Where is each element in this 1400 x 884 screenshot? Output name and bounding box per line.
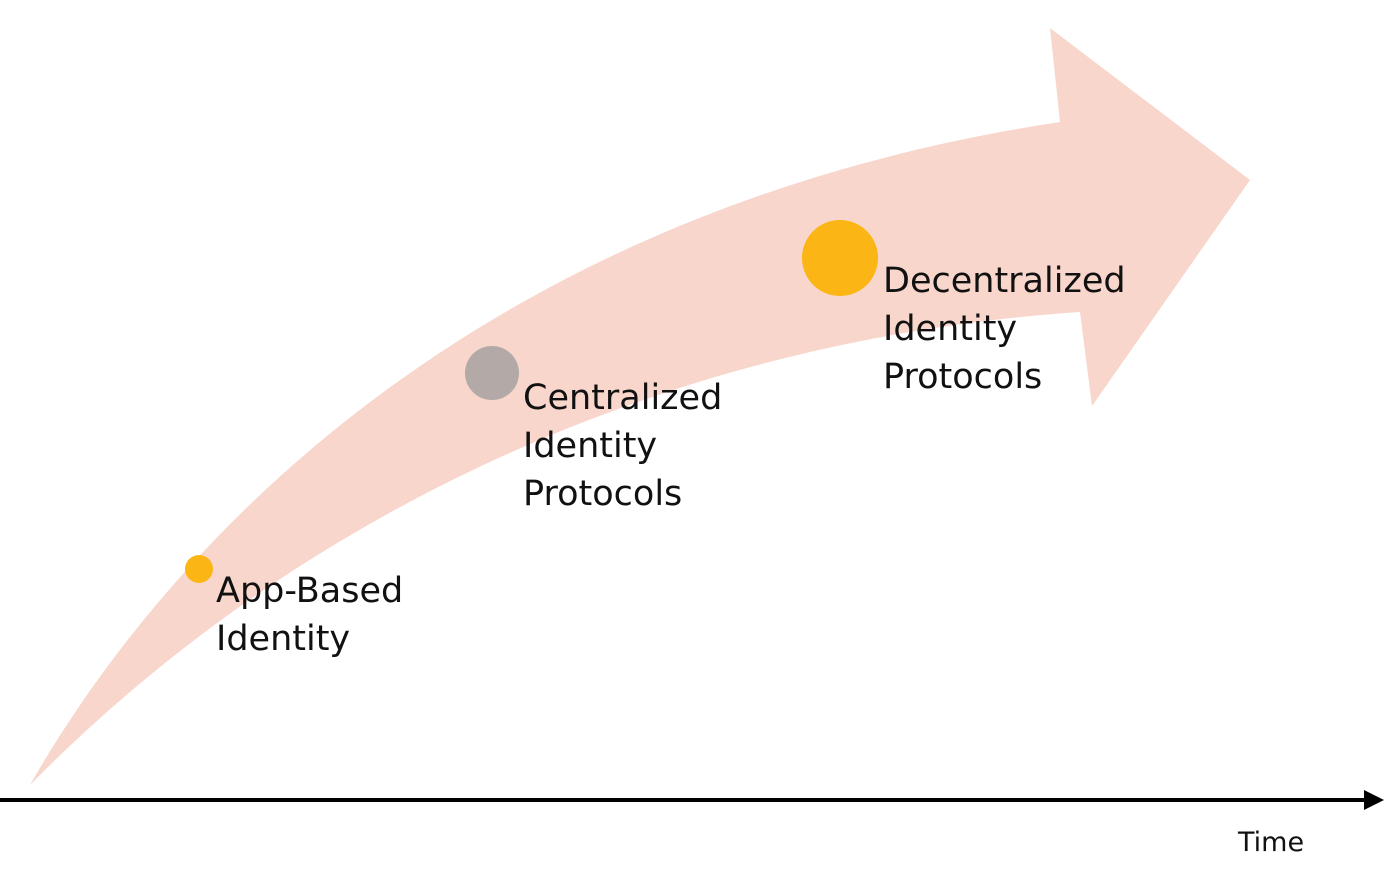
stage-label-line: Protocols <box>883 357 1043 397</box>
curved-progress-arrow <box>30 28 1250 785</box>
stage-marker-decentralized <box>802 220 878 296</box>
stage-label-centralized: Centralized Identity Protocols <box>523 374 722 518</box>
stage-label-line: App-Based <box>216 571 404 611</box>
stage-label-line: Identity <box>883 309 1018 349</box>
time-axis-arrowhead <box>1364 790 1384 810</box>
stage-label-line: Identity <box>523 426 658 466</box>
stage-label-decentralized: Decentralized Identity Protocols <box>883 257 1126 401</box>
stage-marker-app-based <box>185 555 213 583</box>
time-axis-label: Time <box>1238 827 1305 858</box>
stage-label-line: Decentralized <box>883 261 1126 301</box>
stage-label-line: Protocols <box>523 474 683 514</box>
stage-marker-centralized <box>465 346 519 400</box>
stage-label-line: Centralized <box>523 378 723 418</box>
stage-label-line: Identity <box>216 619 351 659</box>
stage-label-app-based: App-Based Identity <box>216 567 403 663</box>
